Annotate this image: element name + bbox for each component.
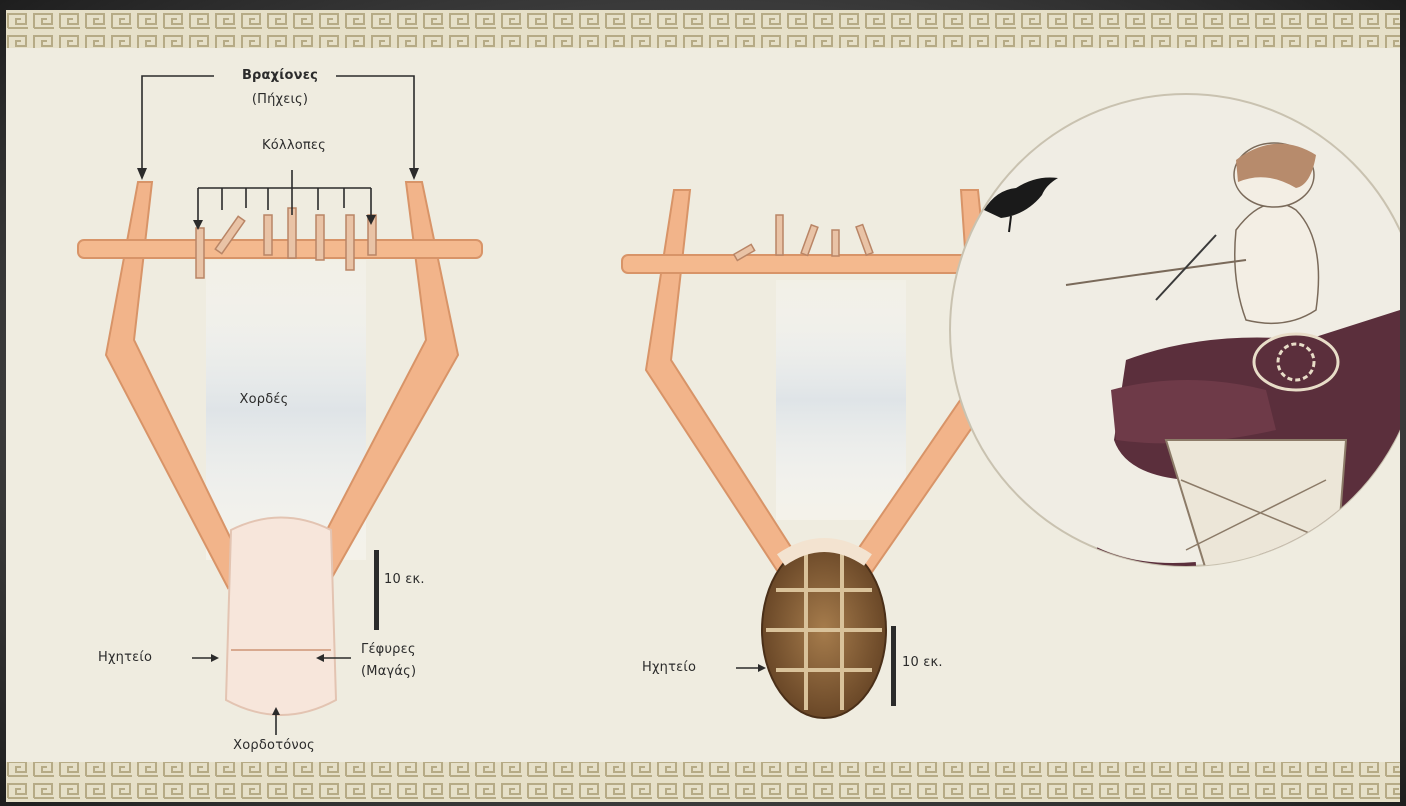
- label-chordes: Χορδές: [240, 392, 289, 407]
- label-ichitio-right: Ηχητείο: [642, 660, 696, 675]
- label-ichitio-left: Ηχητείο: [98, 650, 152, 665]
- meander-border-bottom: [6, 762, 1400, 802]
- right-arm-a: [646, 190, 796, 572]
- label-scale-right: 10 εκ.: [902, 655, 943, 670]
- pegs-right: [734, 215, 873, 260]
- soundbox-left: [226, 518, 336, 716]
- label-magades: (Μαγάς): [361, 664, 416, 679]
- lyre-illustration: [6, 10, 1400, 802]
- label-pecheis: (Πήχεις): [252, 92, 308, 107]
- label-gefyres: Γέφυρες: [361, 642, 416, 657]
- label-kollopes: Κόλλοπες: [262, 138, 326, 153]
- scale-bar-right: [891, 626, 896, 706]
- scale-bar-left: [374, 550, 379, 630]
- crossbar-left: [78, 240, 482, 258]
- strings-right: [776, 280, 906, 520]
- meander-border-top: [6, 10, 1400, 48]
- label-chordotonos: Χορδοτόνος: [233, 738, 315, 753]
- figure-ornament: [1254, 334, 1338, 390]
- vase-medallion: [950, 94, 1400, 570]
- label-brachiones: Βραχίονες: [242, 68, 318, 83]
- diagram-panel: Βραχίονες (Πήχεις) Κόλλοπες Χορδές 10 εκ…: [6, 10, 1400, 802]
- label-scale-left: 10 εκ.: [384, 572, 425, 587]
